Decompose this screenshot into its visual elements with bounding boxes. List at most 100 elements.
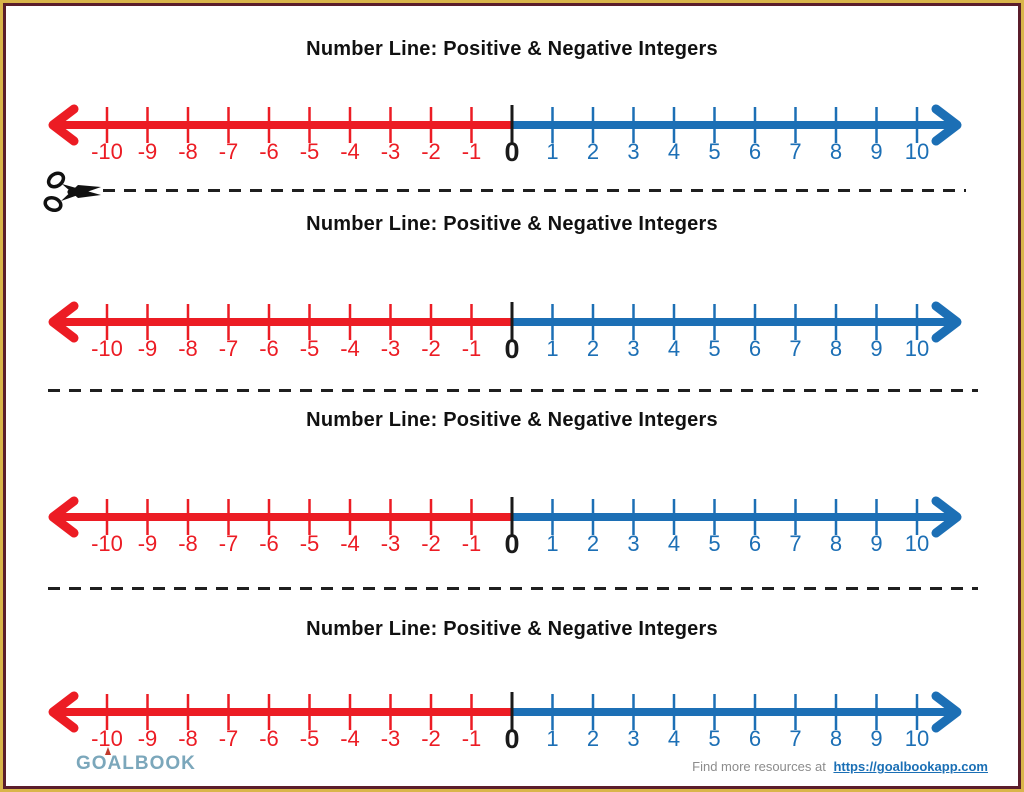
tick-label: 10 — [905, 336, 929, 361]
tick-label: -9 — [138, 726, 158, 751]
tick-label: -7 — [219, 726, 239, 751]
tick-label: 2 — [587, 726, 599, 751]
tick-label: 9 — [870, 531, 882, 556]
tick-label: -10 — [91, 531, 123, 556]
tick-label: -8 — [178, 139, 198, 164]
goalbookapp-link[interactable]: https://goalbookapp.com — [833, 759, 988, 774]
tick-label: -1 — [462, 336, 482, 361]
tick-label: -3 — [381, 726, 401, 751]
tick-label: 9 — [870, 139, 882, 164]
tick-label: -10 — [91, 726, 123, 751]
page-title: Number Line: Positive & Negative Integer… — [306, 409, 718, 431]
tick-label: -3 — [381, 336, 401, 361]
goalbook-logo-text: GOALBOOK — [76, 753, 196, 774]
tick-label: 7 — [789, 139, 801, 164]
tick-label: 4 — [668, 139, 680, 164]
tick-label: 7 — [789, 726, 801, 751]
tick-label: 0 — [504, 137, 519, 167]
cut-line — [48, 587, 978, 590]
footer-resources: Find more resources at https://goalbooka… — [692, 759, 988, 774]
tick-label: 10 — [905, 726, 929, 751]
tick-label: -1 — [462, 139, 482, 164]
tick-label: -3 — [381, 139, 401, 164]
page-title: Number Line: Positive & Negative Integer… — [306, 618, 718, 640]
positive-line — [512, 318, 950, 326]
tick-label: -3 — [381, 531, 401, 556]
tick-label: 2 — [587, 531, 599, 556]
tick-label: -10 — [91, 336, 123, 361]
cut-line — [48, 389, 978, 392]
tick-label: 0 — [504, 529, 519, 559]
scissors-icon — [43, 171, 101, 213]
tick-label: 6 — [749, 531, 761, 556]
tick-label: 4 — [668, 336, 680, 361]
tick-label: 10 — [905, 139, 929, 164]
right-arrowhead-icon — [931, 104, 962, 146]
tick-label: -1 — [462, 531, 482, 556]
positive-line — [512, 121, 950, 129]
tick-label: -7 — [219, 336, 239, 361]
tick-label: 4 — [668, 531, 680, 556]
tick-label: 9 — [870, 336, 882, 361]
tick-label: -2 — [421, 531, 441, 556]
tick-label: 7 — [789, 336, 801, 361]
tick-label: 7 — [789, 531, 801, 556]
tick-label: 0 — [504, 724, 519, 754]
tick-label: -8 — [178, 726, 198, 751]
tick-label: -9 — [138, 531, 158, 556]
tick-label: 6 — [749, 726, 761, 751]
tick-label: 6 — [749, 336, 761, 361]
tick-label: -5 — [300, 336, 320, 361]
tick-label: 8 — [830, 336, 842, 361]
tick-label: -8 — [178, 531, 198, 556]
negative-line — [58, 513, 512, 521]
right-arrowhead-icon — [931, 496, 962, 538]
cut-line — [103, 189, 966, 192]
left-arrowhead-icon — [48, 104, 79, 146]
tick-label: -6 — [259, 531, 279, 556]
tick-label: -9 — [138, 336, 158, 361]
positive-line — [512, 513, 950, 521]
page-title: Number Line: Positive & Negative Integer… — [306, 38, 718, 60]
tick-label: 3 — [627, 531, 639, 556]
tick-label: -5 — [300, 139, 320, 164]
footer-resources-text: Find more resources at — [692, 759, 826, 774]
right-arrowhead-icon — [931, 301, 962, 343]
goalbook-logo: GOALBOOK — [76, 747, 196, 775]
tick-label: 3 — [627, 139, 639, 164]
tick-label: -5 — [300, 531, 320, 556]
tick-label: 10 — [905, 531, 929, 556]
negative-line — [58, 708, 512, 716]
tick-label: -4 — [340, 139, 360, 164]
left-arrowhead-icon — [48, 691, 79, 733]
tick-label: -6 — [259, 336, 279, 361]
tick-label: 1 — [546, 531, 558, 556]
tick-label: 5 — [708, 336, 720, 361]
negative-line — [58, 318, 512, 326]
tick-label: 2 — [587, 336, 599, 361]
tick-label: 9 — [870, 726, 882, 751]
positive-line — [512, 708, 950, 716]
tick-label: 5 — [708, 531, 720, 556]
left-arrowhead-icon — [48, 496, 79, 538]
tick-label: -5 — [300, 726, 320, 751]
tick-label: 1 — [546, 139, 558, 164]
tick-label: 8 — [830, 726, 842, 751]
tick-label: -2 — [421, 336, 441, 361]
tick-label: 0 — [504, 334, 519, 364]
tick-label: -7 — [219, 531, 239, 556]
tick-label: 5 — [708, 726, 720, 751]
page-title: Number Line: Positive & Negative Integer… — [306, 213, 718, 235]
tick-label: -1 — [462, 726, 482, 751]
page-inner-border: Number Line: Positive & Negative Integer… — [3, 3, 1021, 789]
negative-line — [58, 121, 512, 129]
tick-label: -4 — [340, 336, 360, 361]
tick-label: 1 — [546, 726, 558, 751]
tick-label: -9 — [138, 139, 158, 164]
tick-label: -7 — [219, 139, 239, 164]
tick-label: 4 — [668, 726, 680, 751]
